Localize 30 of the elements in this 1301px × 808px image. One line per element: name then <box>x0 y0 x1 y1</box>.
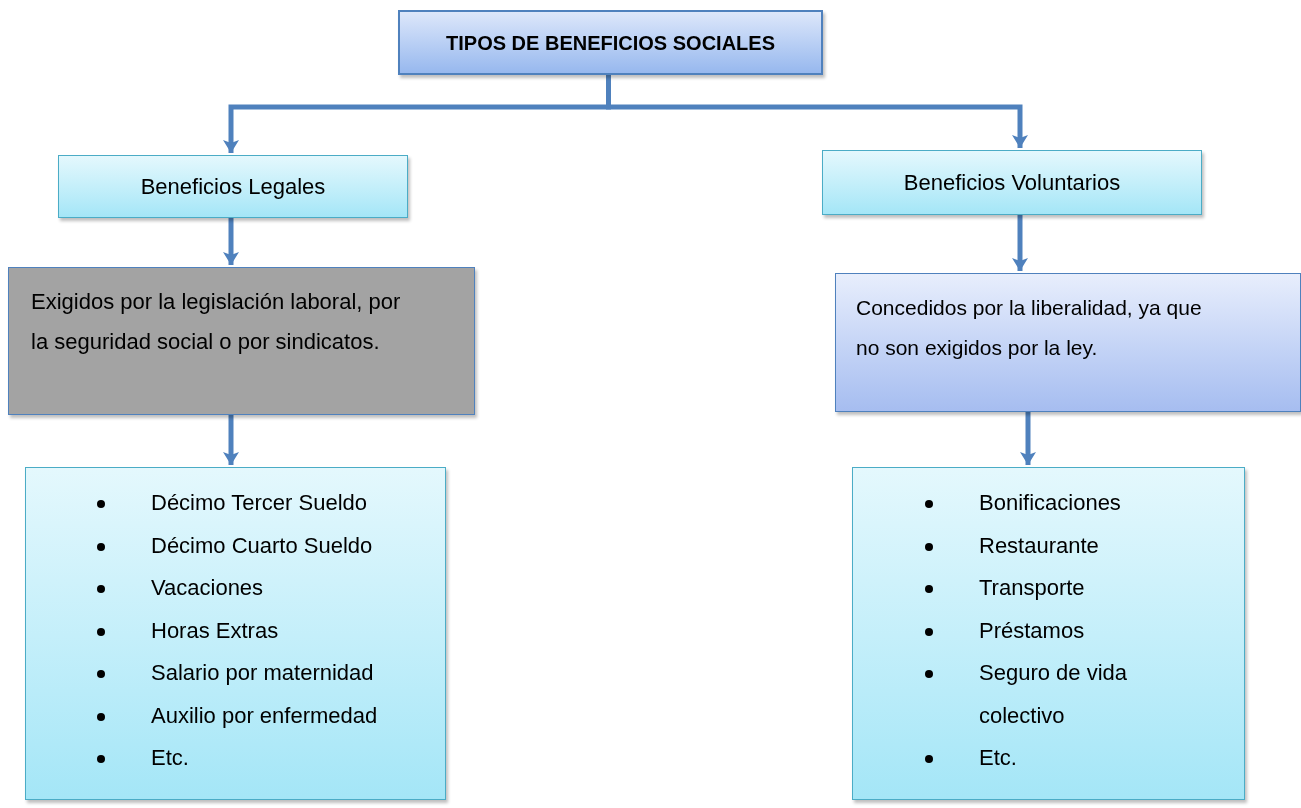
arrow <box>223 415 239 465</box>
list-item: Seguro de vida colectivo <box>979 659 1128 730</box>
description-box <box>8 267 475 415</box>
arrow <box>223 218 239 265</box>
list-item: Salario por maternidad <box>151 659 375 687</box>
list-item: Transporte <box>979 574 1086 602</box>
list-item: Vacaciones <box>151 574 265 602</box>
description-text: Concedidos por la liberalidad, ya que no son exigidos por la ley. <box>856 295 1203 361</box>
list-item: Bonificaciones <box>979 489 1122 517</box>
list-item: Horas Extras <box>151 616 280 645</box>
arrow <box>1012 215 1028 271</box>
list-item: Décimo Cuarto Sueldo <box>151 531 374 560</box>
list-item: Auxilio por enfermedad <box>151 701 379 730</box>
description-box <box>835 273 1301 412</box>
list-item: Restaurante <box>979 531 1100 560</box>
list-item: Etc. <box>979 744 1018 772</box>
arrow <box>1020 412 1036 465</box>
list-box <box>852 467 1245 800</box>
title-box <box>398 10 823 75</box>
list-item: Décimo Tercer Sueldo <box>151 489 369 517</box>
description-text: Exigidos por la legislación laboral, por la seguridad social o por sindicatos. <box>31 288 401 356</box>
category-box <box>58 155 408 218</box>
arrow <box>606 75 1028 148</box>
category-label: Beneficios Legales <box>140 173 326 201</box>
title-text: TIPOS DE BENEFICIOS SOCIALES <box>446 30 775 56</box>
category-box <box>822 150 1202 215</box>
list-item: Etc. <box>151 744 190 772</box>
list-item: Préstamos <box>979 616 1086 645</box>
list-box <box>25 467 446 800</box>
category-label: Beneficios Voluntarios <box>903 169 1121 197</box>
